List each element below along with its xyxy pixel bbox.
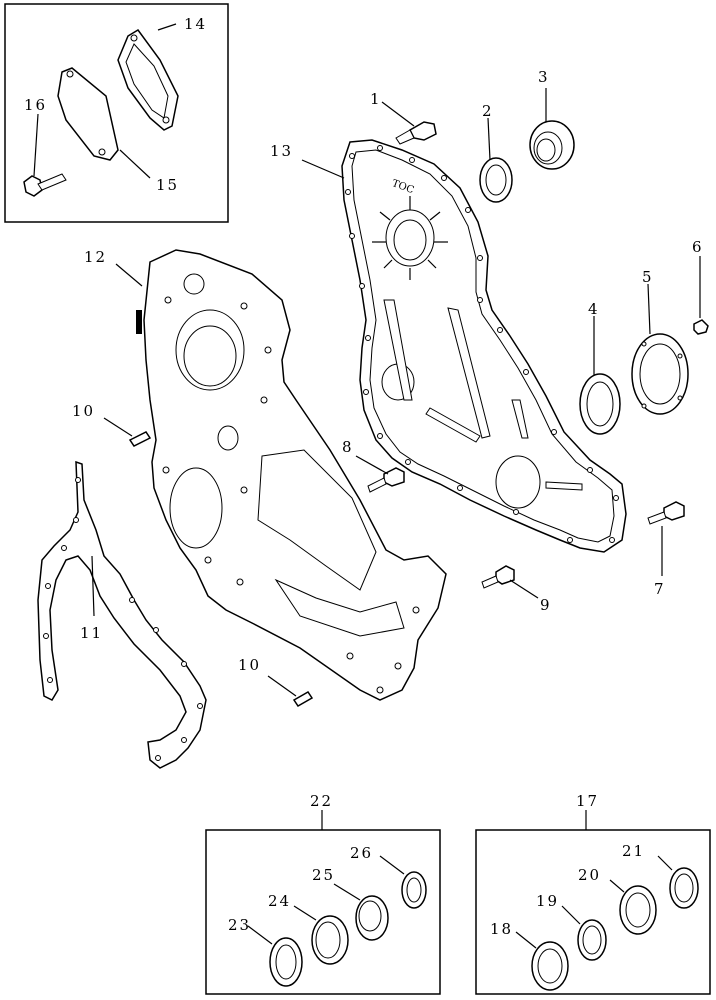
part-11-housing-gasket [37, 460, 207, 769]
callout-5: 5 [642, 268, 654, 286]
callout-18: 18 [490, 920, 513, 938]
part-5-cover [631, 333, 689, 415]
callout-4: 4 [588, 300, 600, 318]
callout-7: 7 [654, 580, 666, 598]
kit-box-17 [475, 829, 711, 995]
callout-10-lower: 10 [238, 656, 261, 674]
callout-10-upper: 10 [72, 402, 95, 420]
part-13-front-cover-gasket: TOC [341, 139, 627, 553]
part-18-seal [531, 941, 569, 991]
part-10-dowel-pin-upper [128, 431, 152, 447]
part-26-seal [401, 871, 427, 909]
part-20-seal [619, 885, 657, 935]
callout-1: 1 [370, 90, 382, 108]
callout-11: 11 [80, 624, 103, 642]
callout-9: 9 [540, 596, 552, 614]
part-7-cap-screw [647, 501, 685, 525]
callout-2: 2 [482, 102, 494, 120]
part-6-nut [693, 319, 709, 335]
callout-12: 12 [84, 248, 107, 266]
part-16-cap-screw [23, 173, 67, 197]
callout-17: 17 [576, 792, 599, 810]
part-3-wear-sleeve-seal [529, 120, 575, 170]
part-1-cap-screw [395, 121, 437, 145]
callout-19: 19 [536, 892, 559, 910]
callout-16: 16 [24, 96, 47, 114]
callout-6: 6 [692, 238, 704, 256]
part-19-sleeve [577, 919, 607, 961]
part-8-cap-screw [367, 467, 405, 493]
part-15-cover-plate [57, 67, 119, 161]
part-9-cap-screw [481, 565, 515, 589]
callout-22: 22 [310, 792, 333, 810]
part-23-seal [269, 937, 303, 987]
kit-box-22 [205, 829, 441, 995]
callout-15: 15 [156, 176, 179, 194]
callout-26: 26 [350, 844, 373, 862]
callout-3: 3 [538, 68, 550, 86]
inset-box-cover-plate [4, 3, 229, 223]
part-21-seal [669, 867, 699, 909]
callout-21: 21 [622, 842, 645, 860]
callout-24: 24 [268, 892, 291, 910]
part-2-oil-seal [479, 157, 513, 203]
callout-25: 25 [312, 866, 335, 884]
part-10-dowel-pin-lower [292, 691, 314, 707]
part-24-sleeve [311, 915, 349, 965]
part-12-gear-housing [136, 249, 447, 701]
callout-20: 20 [578, 866, 601, 884]
callout-8: 8 [342, 438, 354, 456]
callout-14: 14 [184, 15, 207, 33]
callout-23: 23 [228, 916, 251, 934]
part-4-oil-seal [579, 373, 621, 435]
callout-13: 13 [270, 142, 293, 160]
part-14-plate-gasket [117, 29, 179, 131]
part-25-bushing [355, 895, 389, 941]
